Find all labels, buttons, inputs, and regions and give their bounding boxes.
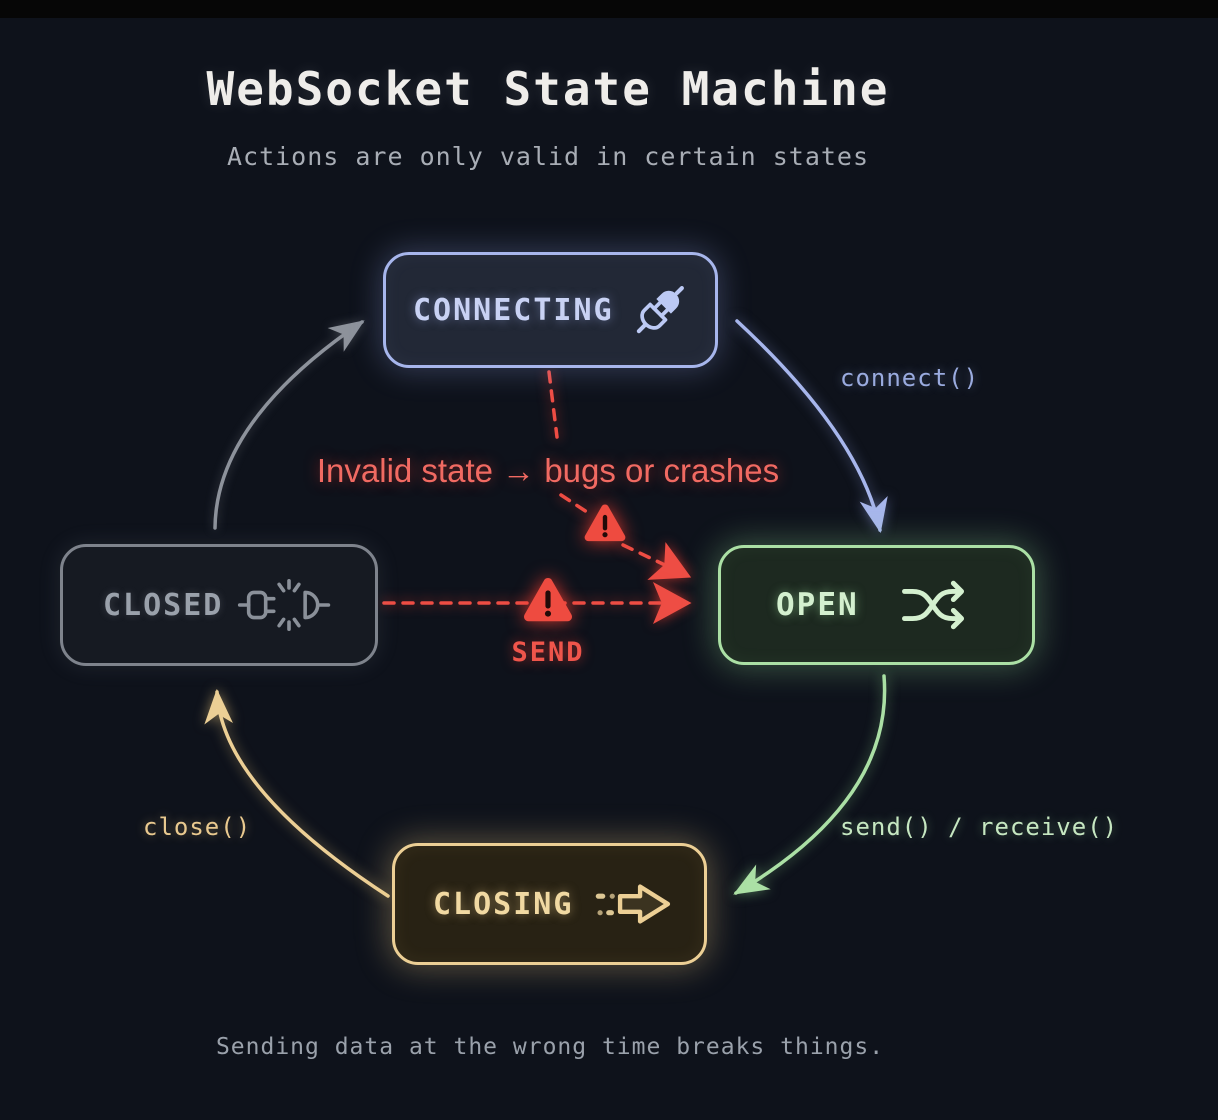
transition-label-send-receive: send() / receive(): [840, 813, 1119, 841]
plug-disconnected-icon: [237, 579, 331, 631]
state-connecting: CONNECTING: [383, 252, 718, 368]
page-subtitle: Actions are only valid in certain states: [226, 142, 870, 171]
state-closing: CLOSING: [392, 843, 707, 965]
diagram-canvas: WebSocket State Machine Actions are only…: [0, 18, 1218, 1120]
transition-label-connect: connect(): [840, 364, 980, 392]
state-connecting-label: CONNECTING: [413, 292, 614, 328]
page-title: WebSocket State Machine: [206, 62, 890, 116]
state-closed: CLOSED: [60, 544, 378, 666]
shuffle-icon: [902, 580, 965, 630]
state-closing-label: CLOSING: [433, 886, 574, 922]
warning-icon: [523, 577, 573, 622]
footer-caption: Sending data at the wrong time breaks th…: [215, 1034, 885, 1060]
plug-connected-icon: [636, 286, 684, 334]
warning-icon: [584, 504, 626, 542]
invalid-send-label: SEND: [511, 637, 585, 668]
state-closed-label: CLOSED: [103, 587, 224, 623]
state-open-label: OPEN: [776, 587, 859, 623]
transition-label-close: close(): [143, 813, 252, 841]
invalid-state-caption: Invalid state → bugs or crashes: [316, 452, 780, 489]
state-open: OPEN: [718, 545, 1035, 665]
arrow-right-icon: [595, 884, 671, 924]
